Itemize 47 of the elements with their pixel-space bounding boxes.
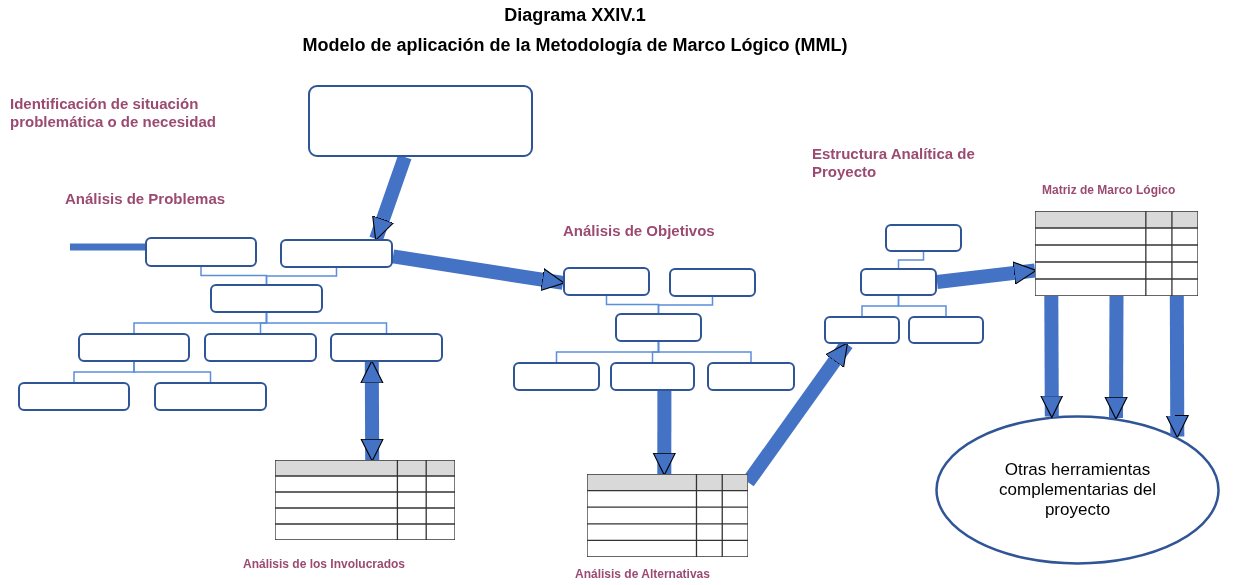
section-heading: Análisis de Objetivos xyxy=(563,222,716,240)
empty-box xyxy=(145,237,257,267)
empty-table xyxy=(275,460,455,540)
connector-line xyxy=(657,296,714,314)
connector-line xyxy=(897,295,947,317)
empty-box xyxy=(860,268,937,296)
double-block-arrow xyxy=(360,360,384,462)
connector-line xyxy=(265,267,338,285)
connector-line xyxy=(657,341,752,363)
empty-box xyxy=(18,382,130,411)
empty-box xyxy=(280,239,393,268)
empty-box xyxy=(908,316,984,344)
empty-box xyxy=(707,362,795,391)
connector-line xyxy=(265,312,388,334)
section-heading: Estructura Analítica de Proyecto xyxy=(812,145,976,181)
section-heading: Análisis de los Involucrados xyxy=(243,557,407,572)
empty-box xyxy=(308,85,533,157)
block-arrow xyxy=(1165,295,1189,439)
section-heading: Matriz de Marco Lógico xyxy=(1042,183,1177,198)
empty-box xyxy=(615,313,702,342)
empty-box xyxy=(330,333,443,362)
section-heading: Identificación de situación problemática o de necesidad xyxy=(10,95,217,131)
empty-box xyxy=(154,382,267,411)
diagram-title: Diagrama XXIV.1 xyxy=(503,5,647,26)
diagram-subtitle: Modelo de aplicación de la Metodología de Marco Lógico (MML) xyxy=(301,35,849,56)
connector-line xyxy=(897,251,925,269)
block-arrow xyxy=(391,249,565,292)
block-arrow xyxy=(1040,295,1064,419)
block-arrow xyxy=(1104,295,1128,420)
empty-box xyxy=(204,333,317,362)
empty-box xyxy=(563,267,650,296)
empty-box xyxy=(669,268,756,297)
block-arrow xyxy=(652,391,676,476)
empty-box xyxy=(610,362,695,391)
empty-table xyxy=(587,474,748,557)
connector-line xyxy=(133,361,212,383)
empty-box xyxy=(210,284,323,313)
empty-box xyxy=(513,362,600,391)
ellipse-node: Otras herramientas complementarias del proyecto xyxy=(935,415,1220,565)
section-heading: Análisis de Alternativas xyxy=(575,567,711,582)
empty-box xyxy=(78,333,190,362)
block-arrow xyxy=(936,261,1037,289)
section-heading: Análisis de Problemas xyxy=(65,190,227,208)
block-arrow xyxy=(369,154,412,242)
empty-table xyxy=(1035,211,1198,296)
empty-box xyxy=(885,224,962,252)
empty-box xyxy=(824,316,900,344)
